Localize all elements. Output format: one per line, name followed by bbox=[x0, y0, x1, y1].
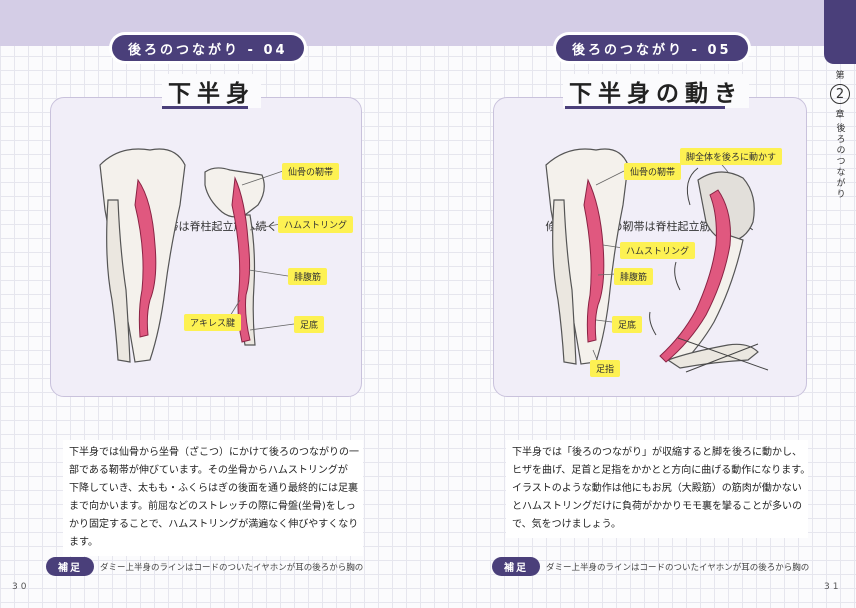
title-underline bbox=[162, 106, 248, 109]
label-achilles: アキレス腱 bbox=[184, 314, 242, 331]
leg-movement-figure bbox=[545, 148, 769, 373]
label-toes: 足指 bbox=[590, 360, 621, 377]
body-line: まで向かいます。前屈などのストレッチの際に骨盤(坐骨)をしっ bbox=[69, 501, 356, 512]
body-line: ます。 bbox=[69, 537, 98, 548]
label-sole: 足底 bbox=[294, 316, 325, 333]
body-line: イラストのような動作は他にもお尻（大殿筋）の筋肉が働かない bbox=[512, 483, 802, 494]
hamstring-muscle bbox=[583, 178, 605, 343]
motion-arrows bbox=[649, 167, 769, 373]
body-line: 部である靭帯が伸びています。その坐骨からハムストリングが bbox=[69, 465, 348, 476]
hamstring-muscle bbox=[134, 178, 157, 338]
page-number: 30 bbox=[12, 582, 30, 592]
chapter-tab bbox=[824, 0, 856, 64]
note-badge: 補足 bbox=[492, 557, 540, 576]
label-sole: 足底 bbox=[612, 316, 643, 333]
body-line: 下半身では「後ろのつながり」が収縮すると脚を後ろに動かし、 bbox=[512, 447, 802, 458]
chapter-prefix: 第 bbox=[835, 71, 845, 81]
posterior-chain-muscle bbox=[231, 176, 251, 343]
note-badge: 補足 bbox=[46, 557, 94, 576]
left-page: 後ろのつながり - 04 仙骨の靭帯は脊柱起立筋へ続くよ 下半身 仙骨の靭帯 ハ… bbox=[12, 35, 363, 592]
page-title: 下半身の動き bbox=[563, 74, 749, 108]
page-number: 31 bbox=[824, 582, 842, 592]
body-line: 下半身では仙骨から坐骨（ざこつ）にかけて後ろのつながりの一 bbox=[69, 447, 359, 458]
label-hamstring: ハムストリング bbox=[278, 216, 354, 233]
body-text: 下半身では「後ろのつながり」が収縮すると脚を後ろに動かし、 ヒザを曲げ、足首と足… bbox=[506, 440, 811, 538]
leg-anatomy-figure bbox=[99, 148, 295, 363]
note-text: ダミー上半身のラインはコードのついたイヤホンが耳の後ろから胸の bbox=[100, 562, 364, 573]
supplement-note: 補足 ダミー上半身のラインはコードのついたイヤホンが耳の後ろから胸の bbox=[492, 557, 809, 576]
title-underline bbox=[565, 106, 725, 109]
supplement-note: 補足 ダミー上半身のラインはコードのついたイヤホンが耳の後ろから胸の bbox=[46, 557, 363, 576]
chapter-number: 2 bbox=[830, 84, 850, 104]
label-sacral-ligament: 仙骨の靭帯 bbox=[624, 163, 682, 180]
label-hamstring: ハムストリング bbox=[620, 242, 696, 259]
section-label: 後ろのつながり - 05 bbox=[556, 35, 748, 61]
label-gastrocnemius: 腓腹筋 bbox=[288, 268, 328, 285]
body-line: 下降していき、太もも・ふくらはぎの後面を通り最終的には足裏 bbox=[69, 483, 358, 494]
body-line: とハムストリングだけに負荷がかかりモモ裏を攣ることが多いの bbox=[512, 501, 802, 512]
body-line: ヒザを曲げ、足首と足指をかかとと方向に曲げる動作になります。 bbox=[512, 465, 811, 476]
label-gastrocnemius: 腓腹筋 bbox=[614, 268, 654, 285]
body-line: で、気をつけましょう。 bbox=[512, 519, 621, 530]
chapter-title: 後ろのつながり bbox=[834, 123, 845, 200]
rear-leg-illustration bbox=[545, 148, 629, 365]
moving-posterior-chain-muscle bbox=[659, 189, 731, 363]
right-page: 後ろのつながり - 05 修正あり仙骨の靭帯は脊柱起立筋へ続くよ 下半身の動き bbox=[428, 0, 856, 608]
note-text: ダミー上半身のラインはコードのついたイヤホンが耳の後ろから胸の bbox=[546, 562, 810, 573]
chapter-suffix: 章 bbox=[835, 110, 845, 120]
body-text: 下半身では仙骨から坐骨（ざこつ）にかけて後ろのつながりの一 部である靭帯が伸びて… bbox=[63, 440, 363, 556]
section-label: 後ろのつながり - 04 bbox=[112, 35, 304, 61]
illustration-card: 仙骨の靭帯は脊柱起立筋へ続くよ bbox=[50, 97, 362, 397]
label-leader-lines bbox=[229, 170, 295, 331]
label-whole-leg: 脚全体を後ろに動かす bbox=[680, 148, 783, 165]
chapter-indicator: 第 2 章 後ろのつながり bbox=[828, 68, 852, 200]
page-title: 下半身 bbox=[162, 74, 261, 108]
body-line: かり固定することで、ハムストリングが満遍なく伸びやすくなり bbox=[69, 519, 359, 530]
label-sacral-ligament: 仙骨の靭帯 bbox=[282, 163, 340, 180]
